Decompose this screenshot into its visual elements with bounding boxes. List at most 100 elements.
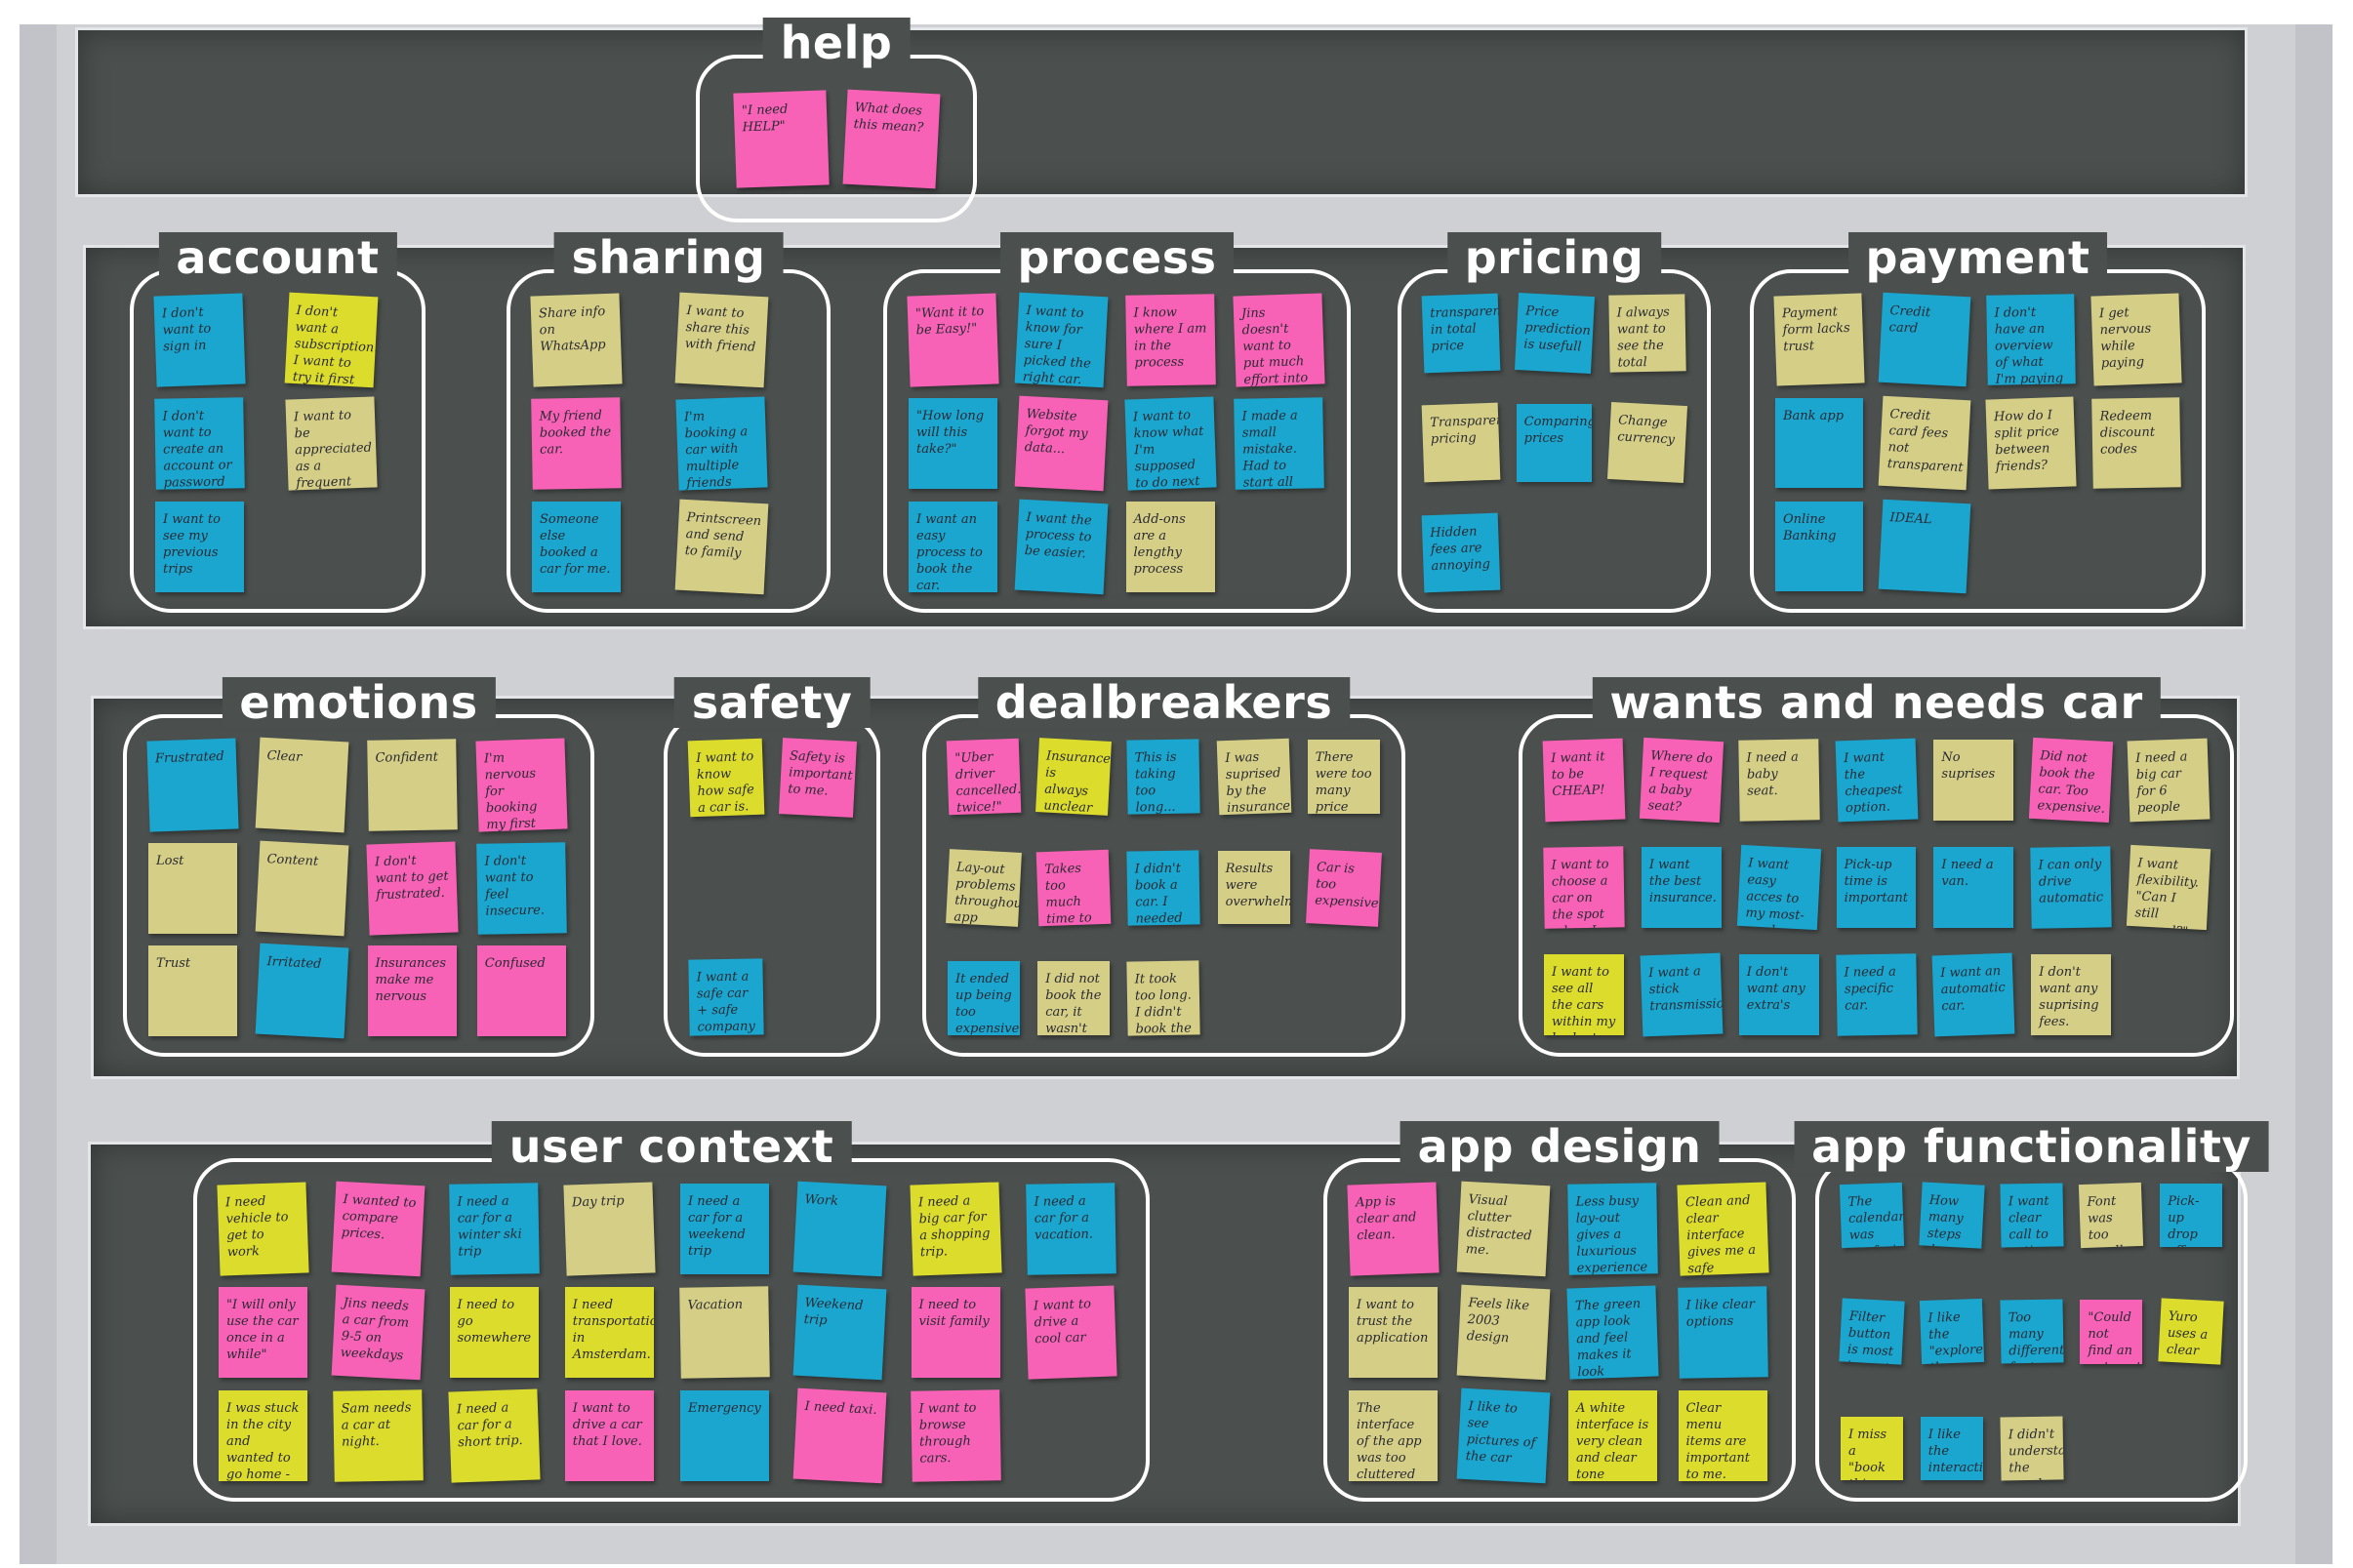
sticky-note: Did not book the car. Too expensive. [2029,737,2114,824]
sticky-note: Someone else booked a car for me. [532,502,622,593]
sticky-note: I need a van. [1933,846,2014,929]
group-wants-and-needs-car: I want it to be CHEAP!Where do I request… [1519,677,2234,1057]
sticky-note: Credit card fees not transparent [1878,395,1971,491]
sticky-note: Comparing prices [1516,404,1593,482]
sticky-note: I want to share this with friend [674,292,769,388]
sticky-note: I want to choose a car on the spot when … [1543,846,1625,929]
sticky-note: Lay-out problems throughout app [946,848,1023,927]
sticky-note: I didn't book a car. I needed to think a… [1126,850,1201,925]
sticky-note: I want the cheapest option. [1835,738,1918,823]
sticky-note-list: The calendar was confusing to meHow many… [1839,1182,2224,1481]
sticky-note: I need to visit family [911,1287,1000,1379]
group-title: process [999,232,1235,283]
sticky-note: Lost [148,842,238,934]
group-title: payment [1847,232,2108,283]
sticky-note: I don't want a subscription. I want to t… [284,292,379,388]
sticky-note: I want the process to be easier. [1014,499,1110,595]
sticky-note: I was stuck in the city and wanted to go… [219,1390,308,1482]
sticky-note: There were too many price additions. Can… [1307,740,1380,814]
sticky-note: Too many different font sizes [2000,1299,2063,1365]
sticky-note: IDEAL [1878,499,1971,594]
sticky-note: Insurance is always unclear to me [1035,738,1113,816]
sticky-note: I can only drive automatic [2030,846,2112,929]
sticky-note: Visual clutter distracted me. [1456,1181,1551,1277]
sticky-note-list: "Uber driver cancelled... twice!"Insuran… [946,738,1382,1036]
sticky-note-list: App is clear and clean.Visual clutter di… [1347,1181,1770,1484]
sticky-note: Pick-up drop off needs to be clear [2160,1184,2222,1248]
sticky-note: This is taking too long... [1126,739,1201,815]
sticky-note: Less busy lay-out gives a luxurious expe… [1567,1183,1659,1276]
group-title: sharing [553,232,784,283]
sticky-note: I need a big car for 6 people [2127,738,2211,823]
sticky-note: It took too long. I didn't book the car. [1126,960,1201,1036]
group-title: emotions [222,677,496,728]
sticky-note: I don't want any suprising fees. [2031,953,2112,1035]
sticky-note: Pick-up time is important [1836,846,1917,929]
sticky-note: I was suprised by the insurance fee. Did… [1216,738,1292,815]
sticky-note: Where do I request a baby seat? [1639,737,1724,824]
sticky-note: Irritated [255,944,349,1039]
sticky-note: "Want it to be Easy!" [907,293,1000,387]
sticky-note: I need vehicle to get to work [217,1182,310,1276]
sticky-note-list: I want to know how safe a car is.Safety … [687,738,857,1036]
sticky-note: Insurances make me nervous [367,945,457,1037]
sticky-note: Printscreen and send to family [674,499,769,595]
sticky-note: I like clear options [1677,1286,1768,1380]
frame-post [2295,24,2333,1564]
sticky-note: I wanted to compare prices. [331,1181,426,1277]
sticky-note: I want to know for sure I picked the rig… [1014,292,1110,388]
sticky-note: How many steps does the process take? [1919,1182,1985,1249]
sticky-note: "Uber driver cancelled... twice!" [946,738,1022,815]
sticky-note: Filter button is most important [1839,1298,1905,1366]
sticky-note: Price prediction is usefull [1514,293,1595,375]
sticky-note: The interface of the app was too clutter… [1349,1390,1439,1482]
sticky-note: Jins needs a car from 9-5 on weekdays [331,1284,426,1381]
group-safety: I want to know how safe a car is.Safety … [664,677,880,1057]
frame-post [20,24,57,1564]
sticky-note: "I will only use the car once in a while… [219,1287,308,1379]
sticky-note: Confident [366,739,458,831]
sticky-note: Day trip [563,1182,656,1276]
sticky-note: I need a big car for a shopping trip. [909,1182,1002,1276]
group-dealbreakers: "Uber driver cancelled... twice!"Insuran… [922,677,1405,1057]
sticky-note: It ended up being too expensive [948,961,1021,1035]
sticky-note: I want to see my previous trips [155,502,245,593]
sticky-note: Website forgot my data... [1014,395,1110,492]
sticky-note: I miss a "book this car now" button on t… [1841,1416,1903,1480]
group-title: app functionality [1794,1121,2269,1172]
sticky-note: Takes too much time to load page. [1035,849,1112,926]
sticky-note: I'm booking a car with multiple friends [675,396,769,491]
sticky-note: Add-ons are a lengthy process [1125,502,1215,593]
sticky-note: I want the best insurance. [1641,846,1722,929]
group-title: account [158,232,397,283]
sticky-note: I want to know what I'm supposed to do n… [1123,396,1217,491]
sticky-note: I want an easy process to book the car. [909,502,998,593]
sticky-note: I want easy acces to my most-used locati… [1736,844,1821,931]
sticky-note: I need transportation in Amsterdam. [564,1287,655,1379]
sticky-note: I don't want to create an account or pas… [154,397,246,491]
sticky-note: Work [792,1181,888,1277]
sticky-note: I want to drive a car that I love. [564,1390,655,1482]
sticky-note: Trust [148,945,238,1037]
sticky-note: I know where I am in the process [1124,294,1216,387]
sticky-note: Safety is important to me. [779,738,857,818]
sticky-note: The green app look and feel makes it loo… [1566,1285,1660,1380]
sticky-note: I don't have an overview of what I'm pay… [1985,294,2076,385]
sticky-note-list: "Want it to be Easy!"I want to know for … [907,292,1325,595]
sticky-note: I want to browse through cars. [910,1389,1001,1483]
sticky-note: I need taxi. [792,1387,888,1484]
group-process: "Want it to be Easy!"I want to know for … [883,232,1351,613]
sticky-note: Jins doesn't want to put much effort int… [1233,293,1325,387]
sticky-note: Hidden fees are annoying [1421,512,1501,593]
sticky-note: "I need HELP" [733,90,830,188]
sticky-note: Credit card [1878,292,1971,387]
sticky-note: Bank app [1775,398,1864,489]
